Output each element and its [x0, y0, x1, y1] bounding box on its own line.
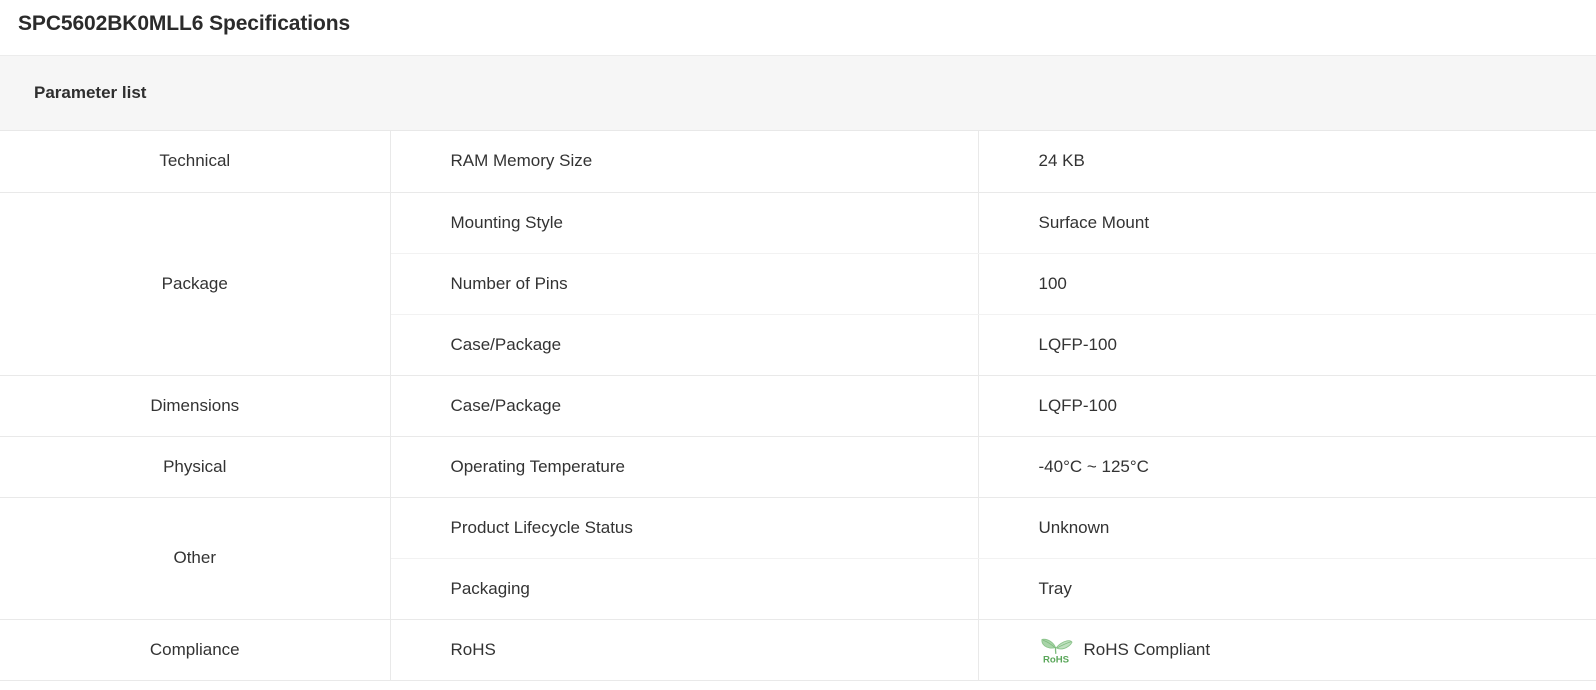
rohs-badge: RoHS RoHS Compliant [1039, 635, 1596, 665]
category-cell: Physical [0, 436, 391, 498]
parameter-value-cell: Surface Mount [978, 192, 1596, 254]
parameter-name-cell: Packaging [390, 558, 979, 620]
parameter-value-cell: Unknown [978, 497, 1596, 559]
parameter-value-cell: 100 [978, 253, 1596, 315]
parameter-value-cell: LQFP-100 [978, 375, 1596, 437]
rohs-compliant-label: RoHS Compliant [1083, 639, 1211, 659]
section-header: Parameter list [0, 56, 1596, 131]
category-cell: Other [0, 497, 391, 620]
parameter-name-cell: Case/Package [390, 314, 979, 376]
rohs-leaf-icon: RoHS [1040, 638, 1072, 665]
category-cell: Dimensions [0, 375, 391, 437]
category-cell: Package [0, 192, 391, 376]
parameter-value-cell: RoHS RoHS Compliant [978, 619, 1596, 681]
category-cell: Compliance [0, 619, 391, 681]
category-cell: Technical [0, 131, 391, 193]
parameter-name-cell: Mounting Style [390, 192, 979, 254]
parameter-value-cell: LQFP-100 [978, 314, 1596, 376]
parameter-name-cell: Case/Package [390, 375, 979, 437]
page-title: SPC5602BK0MLL6 Specifications [0, 0, 1596, 56]
parameter-value-cell: Tray [978, 558, 1596, 620]
parameter-name-cell: Operating Temperature [390, 436, 979, 498]
parameter-name-cell: Number of Pins [390, 253, 979, 315]
parameter-name-cell: RoHS [390, 619, 979, 681]
parameter-value-cell: -40°C ~ 125°C [978, 436, 1596, 498]
section-header-title: Parameter list [34, 83, 147, 102]
parameter-name-cell: Product Lifecycle Status [390, 497, 979, 559]
svg-text:RoHS: RoHS [1042, 654, 1069, 665]
parameter-name-cell: RAM Memory Size [390, 131, 979, 193]
parameter-value-cell: 24 KB [978, 131, 1596, 193]
